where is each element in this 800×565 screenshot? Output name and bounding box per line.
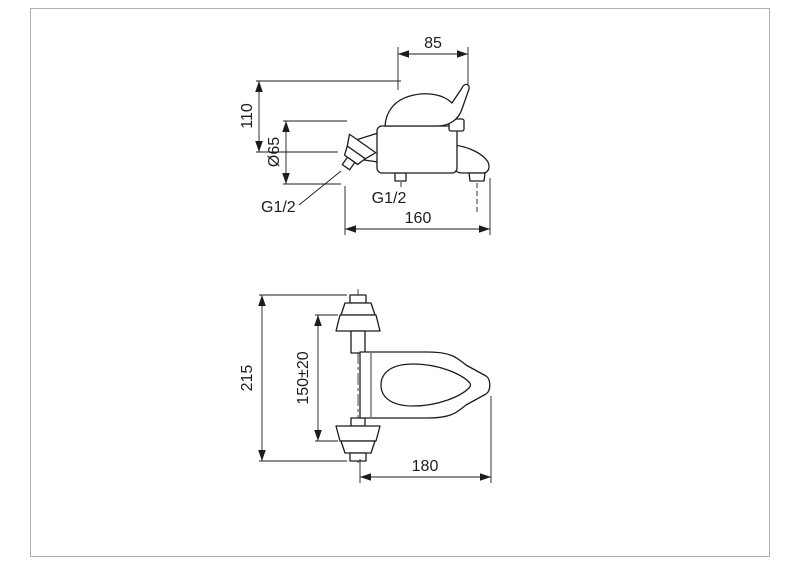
inlet-thread-stub (341, 156, 356, 171)
dim-150: 150±20 (295, 314, 338, 442)
leader-line (298, 170, 342, 206)
outlet-thread-stub (394, 172, 407, 182)
inlet-escutcheon-bottom (335, 417, 381, 462)
inlet-thread-stub (349, 294, 367, 304)
g12-inlet-label: G1/2 (261, 199, 296, 216)
dim-d65-label: Ø65 (266, 137, 283, 167)
faucet-body (376, 125, 458, 174)
inlet-escutcheon-top (335, 294, 381, 354)
dim-85-label: 85 (424, 35, 442, 52)
escutcheon-cone (340, 302, 376, 316)
thread-labels: G1/2 G1/2 (261, 170, 478, 216)
side-view: 85 110 Ø65 (239, 35, 491, 235)
sheet-border (30, 8, 770, 557)
dim-110-label: 110 (239, 103, 256, 129)
escutcheon-flange (335, 425, 381, 442)
dim-110: 110 (239, 80, 401, 153)
wall-escutcheon (341, 133, 377, 171)
aerator (468, 172, 486, 182)
mixer-side-view (341, 83, 490, 182)
dim-85: 85 (397, 35, 469, 90)
inlet-thread-stub (349, 452, 367, 462)
dim-diameter-65: Ø65 (266, 120, 347, 185)
dim-180-label: 180 (412, 458, 439, 475)
inlet-pipe (350, 330, 366, 354)
escutcheon-flange (335, 314, 381, 332)
g12-outlet-label: G1/2 (372, 190, 407, 207)
lever-handle (384, 83, 470, 127)
escutcheon-cone (343, 145, 366, 166)
dim-160: 160 (344, 178, 491, 235)
inlet-pipe (350, 417, 366, 427)
mixer-plan-view (359, 351, 491, 419)
dim-215: 215 (239, 294, 347, 462)
dim-160-label: 160 (405, 210, 432, 227)
dim-180: 180 (359, 396, 492, 483)
lever-handle (380, 363, 472, 407)
dim-150-label: 150±20 (295, 351, 312, 404)
escutcheon-cone (340, 440, 376, 454)
dim-215-label: 215 (239, 365, 256, 392)
plan-view: 215 150±20 180 (239, 289, 492, 483)
